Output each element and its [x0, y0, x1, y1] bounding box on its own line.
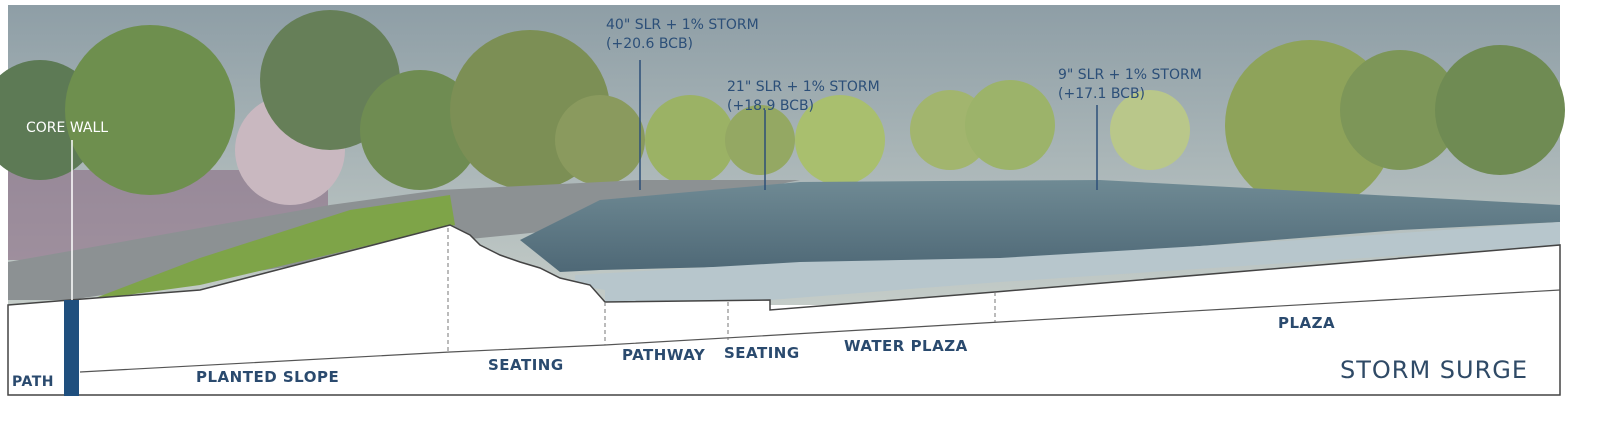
level-line2: (+17.1 BCB) — [1058, 86, 1146, 102]
water-level-label-21: 21" SLR + 1% STORM (+18.9 BCB) — [727, 78, 880, 116]
level-line2: (+20.6 BCB) — [606, 36, 694, 52]
core-wall — [64, 300, 79, 396]
zone-path: PATH — [12, 374, 54, 390]
level-line1: 40" SLR + 1% STORM — [606, 17, 759, 33]
core-wall-label: CORE WALL — [26, 120, 109, 136]
water-surface — [520, 180, 1560, 272]
level-line1: 9" SLR + 1% STORM — [1058, 67, 1202, 83]
water-level-label-9: 9" SLR + 1% STORM (+17.1 BCB) — [1058, 66, 1202, 104]
zone-water-plaza: WATER PLAZA — [844, 337, 968, 355]
ground-section — [7, 224, 1561, 396]
level-line2: (+18.9 BCB) — [727, 98, 815, 114]
zone-pathway: PATHWAY — [622, 346, 706, 364]
zone-plaza: PLAZA — [1278, 314, 1336, 332]
zone-seating-1: SEATING — [488, 356, 564, 374]
zone-planted-slope: PLANTED SLOPE — [196, 368, 340, 386]
diagram-title: STORM SURGE — [1340, 356, 1529, 384]
zone-seating-2: SEATING — [724, 344, 800, 362]
flood-water-section — [575, 222, 1560, 302]
planted-slope-grass — [90, 195, 455, 300]
level-line1: 21" SLR + 1% STORM — [727, 79, 880, 95]
water-level-label-40: 40" SLR + 1% STORM (+20.6 BCB) — [606, 16, 759, 54]
zone-dividers — [447, 228, 996, 352]
trees — [0, 10, 1565, 260]
level-leaders — [71, 60, 1098, 300]
